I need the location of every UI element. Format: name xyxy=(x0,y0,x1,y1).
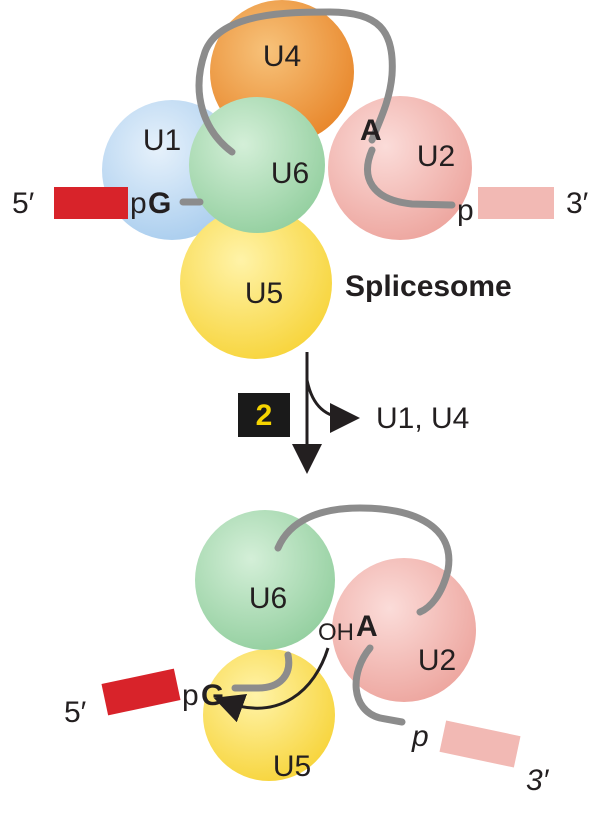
branch-a-label: A xyxy=(360,114,382,147)
three-prime-exon-bottom xyxy=(439,720,521,768)
five-prime-label-bottom: 5′ xyxy=(64,696,87,729)
u6-loop-bottom xyxy=(274,504,453,616)
p-right-label: p xyxy=(457,194,474,227)
step-badge xyxy=(238,393,290,437)
intron-rna-right xyxy=(364,146,456,209)
u6-snrnp xyxy=(189,97,325,233)
bottom-splicesome: U6 U2 U5 OH A 5′ p G p 3′ xyxy=(64,504,550,797)
released-snrnps: U1, U4 xyxy=(376,402,469,435)
oh-label: OH xyxy=(318,619,354,646)
u6-u2-rna-loop xyxy=(195,8,396,156)
u5-label: U5 xyxy=(245,277,283,310)
g-left-label-bottom: G xyxy=(201,679,224,712)
u5-snrnp xyxy=(180,207,332,359)
p-left-label: p xyxy=(130,187,147,220)
attack-arrow xyxy=(213,647,330,723)
three-prime-label: 3′ xyxy=(566,187,589,220)
g-left-label: G xyxy=(148,187,171,220)
release-arrow xyxy=(305,379,360,433)
five-prime-exon xyxy=(54,187,128,219)
p-right-label-bottom: p xyxy=(411,720,429,753)
u5-label-bottom: U5 xyxy=(273,750,311,783)
u2-label: U2 xyxy=(417,140,455,173)
u6-label-bottom: U6 xyxy=(249,582,287,615)
u5-snrnp-bottom xyxy=(203,649,335,781)
branch-a-label-bottom: A xyxy=(356,610,378,643)
step-number: 2 xyxy=(256,399,273,432)
u1-label: U1 xyxy=(143,124,181,157)
splicesome-label: Splicesome xyxy=(345,270,512,303)
p-left-label-bottom: p xyxy=(182,679,199,712)
u6-snrnp-bottom xyxy=(195,510,335,650)
u4-label: U4 xyxy=(263,40,301,73)
three-prime-exon xyxy=(478,187,554,219)
intron-3p-bottom xyxy=(352,644,406,726)
u2-label-bottom: U2 xyxy=(418,644,456,677)
five-prime-exon-bottom xyxy=(101,668,181,716)
top-splicesome: U4 U1 U6 U2 U5 5′ p G A p 3′ Splicesome xyxy=(12,0,589,359)
intron-g-bottom xyxy=(231,651,293,692)
u6-label: U6 xyxy=(271,157,309,190)
three-prime-label-bottom: 3′ xyxy=(526,764,550,797)
reaction-step: 2 U1, U4 xyxy=(238,352,469,474)
five-prime-label: 5′ xyxy=(12,187,35,220)
